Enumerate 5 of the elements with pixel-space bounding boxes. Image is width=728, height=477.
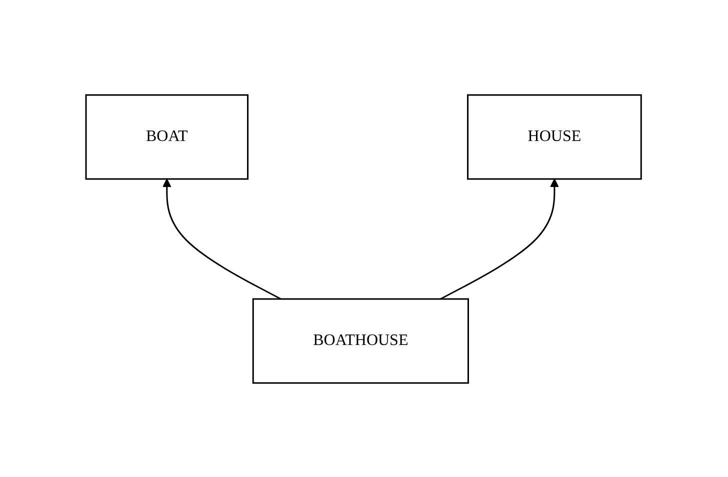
arrow	[162, 178, 282, 300]
node-box: HOUSE	[467, 94, 642, 180]
node-box: BOAT	[86, 94, 249, 180]
arrow	[440, 178, 560, 300]
node-box: BOATHOUSE	[252, 298, 470, 384]
